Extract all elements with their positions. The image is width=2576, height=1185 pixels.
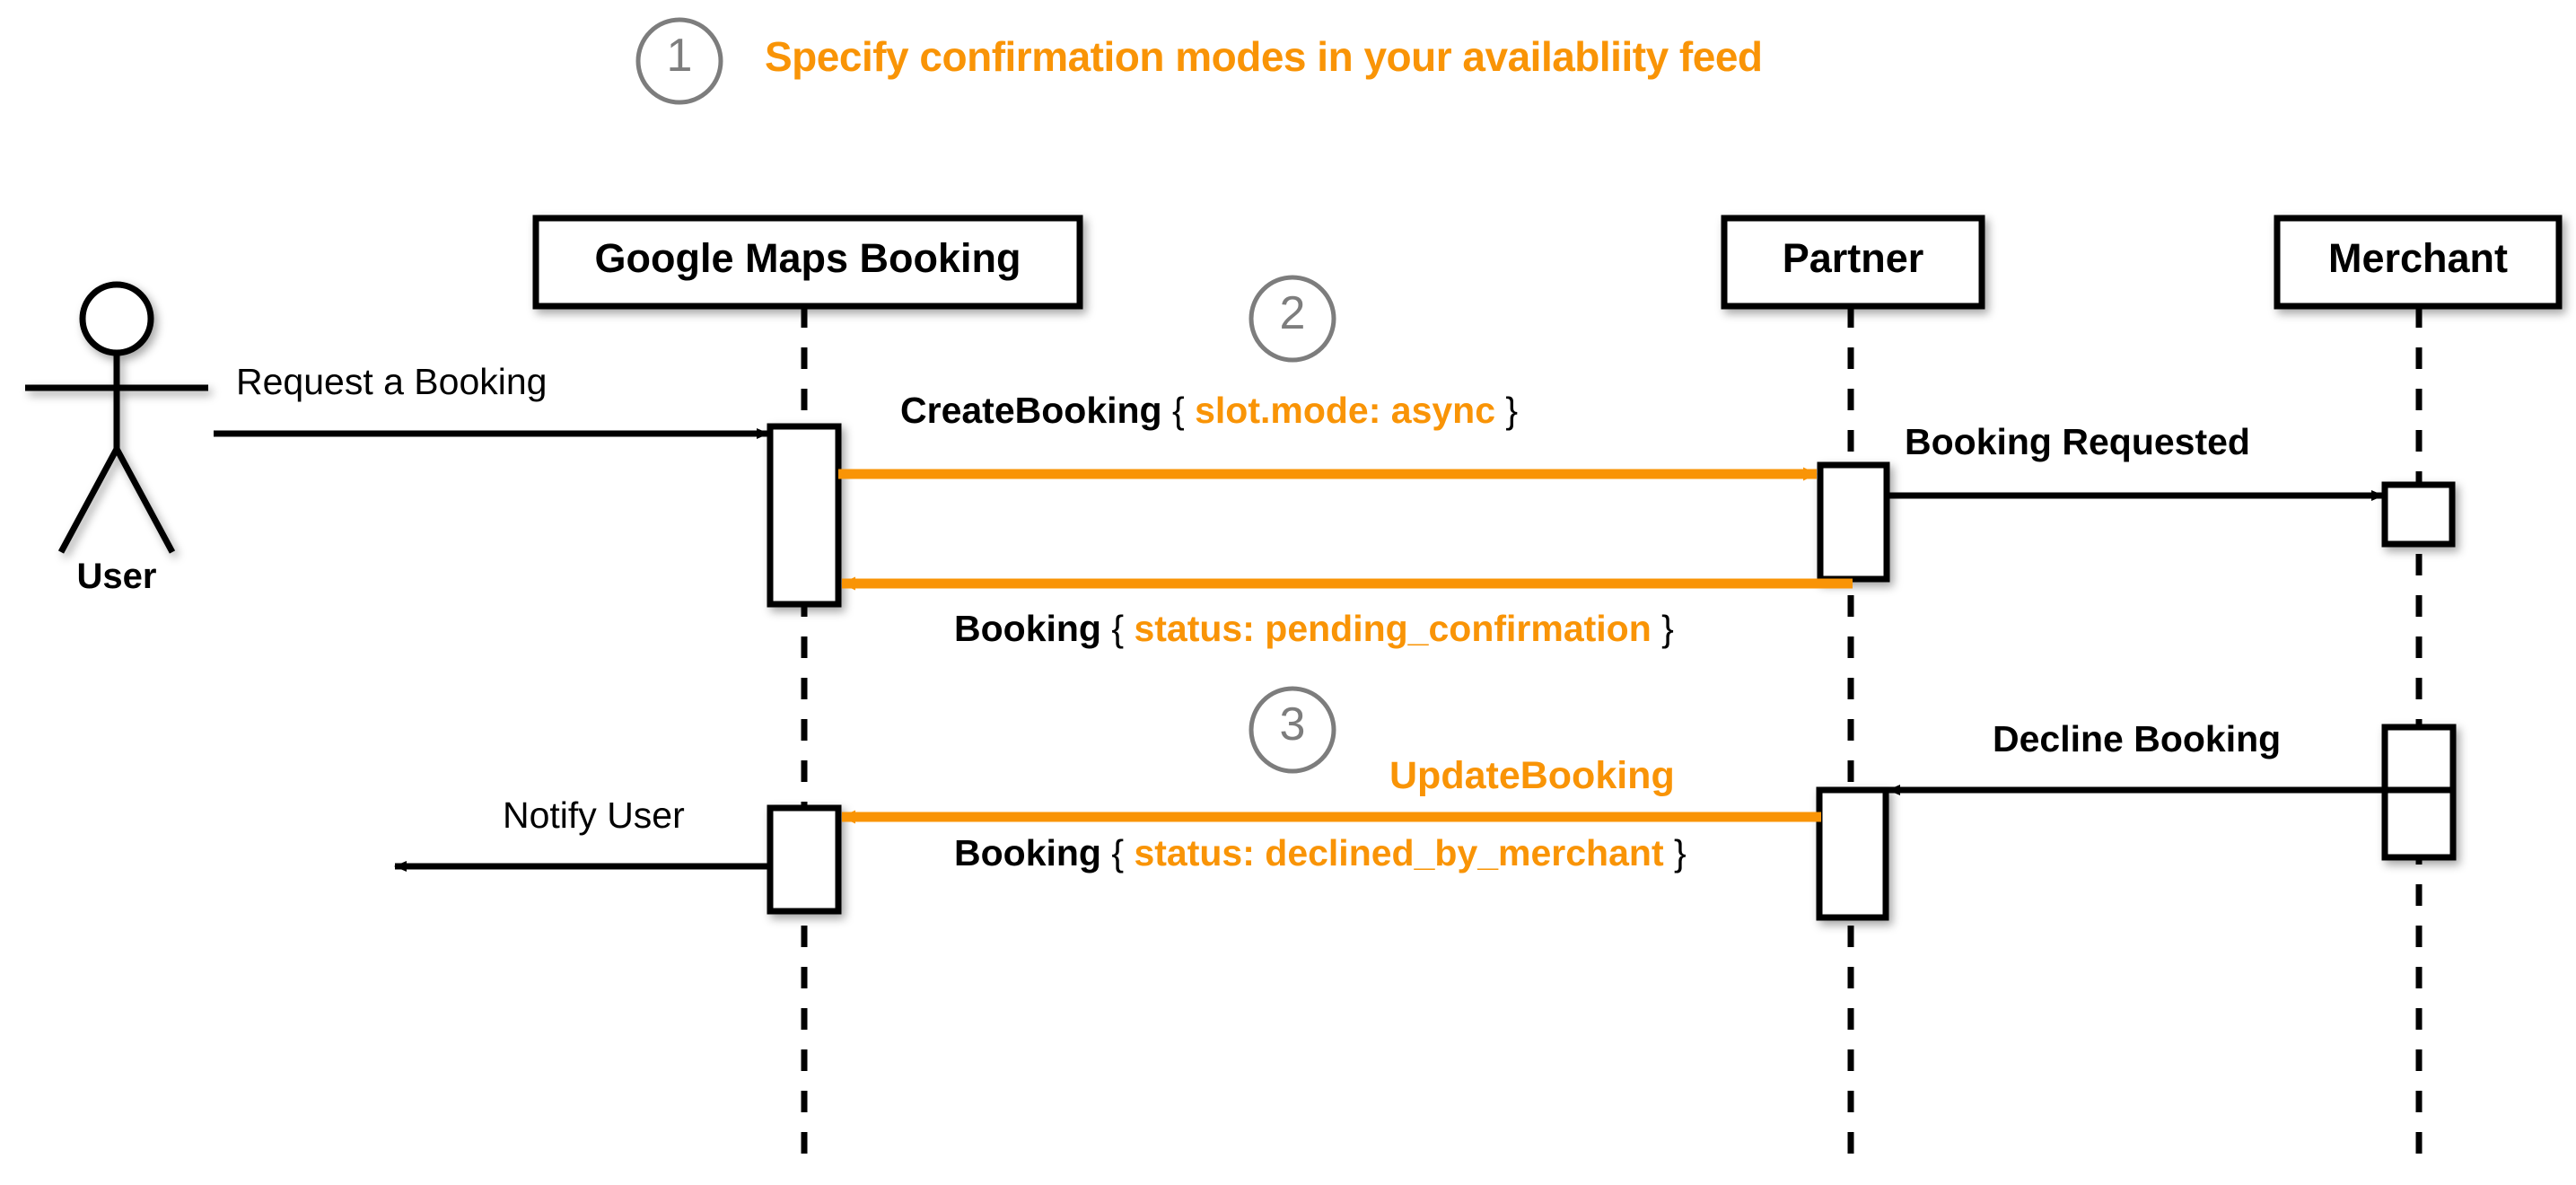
message-label-booking-pending: Booking { status: pending_confirmation } [954,610,1674,647]
activation-merchant-1 [2381,481,2456,548]
lifeline-header-boxes [532,215,2563,310]
actor-label-gmb: Google Maps Booking [594,235,1021,281]
message-label-decline-booking: Decline Booking [1993,718,2282,759]
actor-user-figure [25,281,208,554]
brace-close-booking-pending: } [1651,608,1674,649]
message-label-request-a-booking: Request a Booking [236,361,548,402]
message-method-create-booking: CreateBooking [900,390,1162,431]
step-number-3: 3 [1279,698,1306,750]
message-payload-booking-declined: status: declined_by_merchant [1134,832,1664,873]
activation-boxes [767,423,2457,921]
activation-gmb-1 [767,423,842,608]
step-circle-1 [635,17,723,105]
message-label-notify-user: Notify User [503,794,685,836]
activation-partner-2 [1816,786,1889,921]
actor-label-merchant: Merchant [2327,235,2509,281]
actor-label-partner: Partner [1782,235,1924,281]
brace-close-create-booking: } [1495,390,1519,431]
message-payload-create-booking: slot.mode: async [1195,390,1496,431]
message-method-booking-pending: Booking [954,608,1101,649]
message-label-booking-declined: Booking { status: declined_by_merchant } [954,835,1687,872]
diagram-title: Specify confirmation modes in your avail… [765,33,1763,80]
message-payload-booking-pending: status: pending_confirmation [1134,608,1652,649]
message-method-booking-declined: Booking [954,832,1101,873]
step-marker-circles [635,17,1336,774]
brace-open-booking-declined: { [1100,832,1135,873]
actor-label-user: User [76,557,157,596]
brace-open-booking-pending: { [1100,608,1135,649]
activation-partner-1 [1817,461,1890,583]
step-circle-2 [1249,275,1336,363]
step-number-1: 1 [666,30,693,82]
message-label-booking-requested: Booking Requested [1905,421,2250,462]
message-label-create-booking: CreateBooking { slot.mode: async } [900,392,1518,429]
message-label-update-booking: UpdateBooking [1389,754,1675,797]
brace-close-booking-declined: } [1663,832,1687,873]
activation-gmb-2 [767,804,842,915]
brace-open-create-booking: { [1161,390,1196,431]
step-number-2: 2 [1279,287,1306,339]
step-circle-3 [1249,686,1336,774]
